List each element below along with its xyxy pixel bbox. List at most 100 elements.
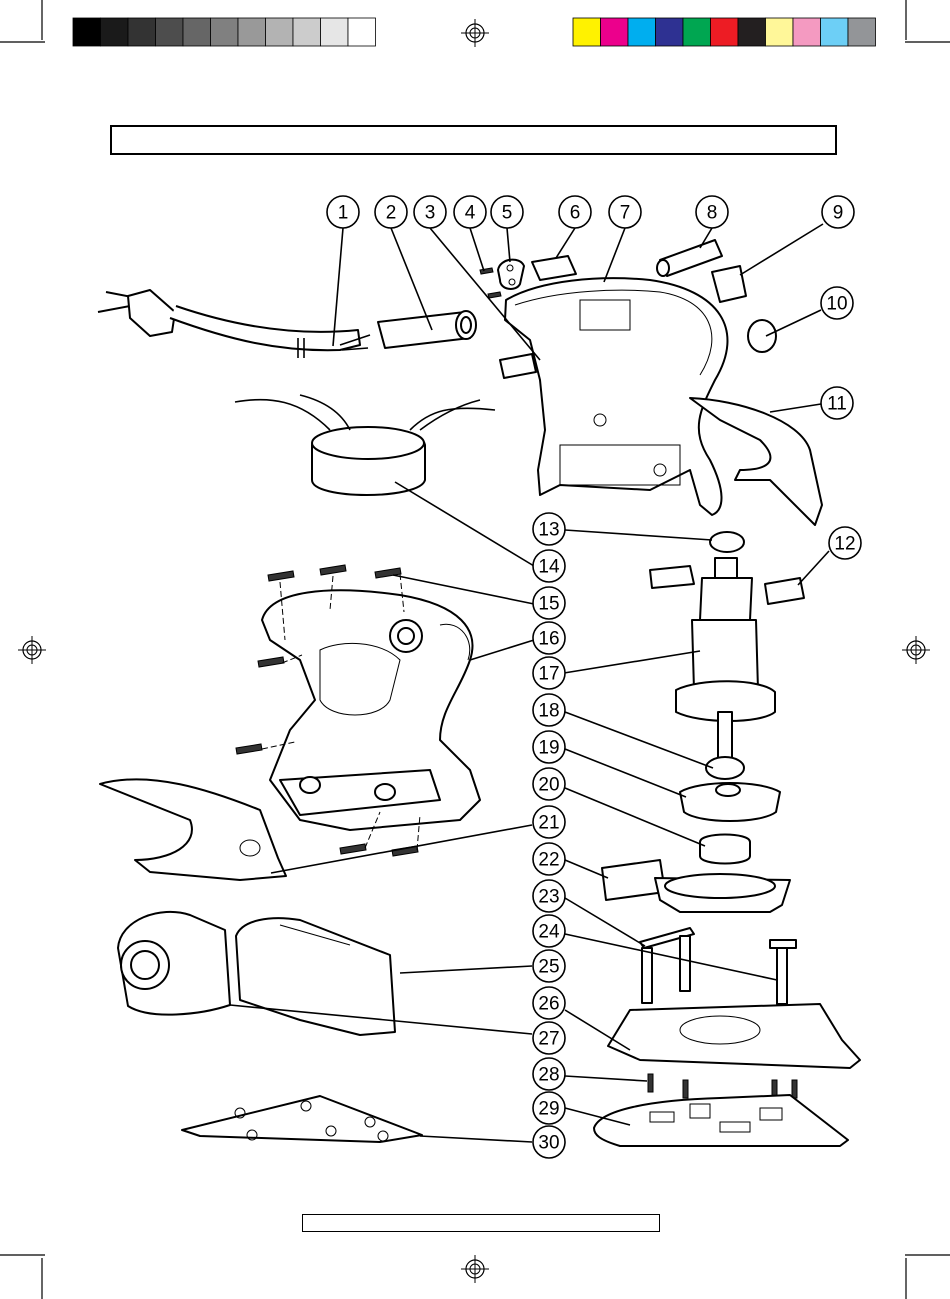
callout-label: 2: [386, 203, 397, 224]
callout-label: 9: [833, 203, 844, 224]
callout-19: 19: [533, 731, 565, 763]
cord-guard: [500, 354, 536, 378]
armature: [676, 558, 775, 760]
callout-label: 28: [538, 1065, 559, 1086]
callout-16: 16: [533, 622, 565, 654]
callout-23: 23: [533, 880, 565, 912]
fan: [680, 783, 780, 821]
color-swatch: [573, 18, 601, 46]
callout-8: 8: [696, 196, 728, 228]
gray-swatch: [266, 18, 294, 46]
registration-mark: [902, 636, 930, 664]
bearing-top: [710, 532, 744, 552]
callout-label: 7: [620, 203, 631, 224]
callout-label: 8: [707, 203, 718, 224]
callout-26: 26: [533, 987, 565, 1019]
color-swatch: [683, 18, 711, 46]
callout-6: 6: [559, 196, 591, 228]
callout-1: 1: [327, 196, 359, 228]
callout-7: 7: [609, 196, 641, 228]
gray-swatch: [101, 18, 129, 46]
callout-label: 16: [538, 629, 559, 650]
callout-3: 3: [414, 196, 446, 228]
base-screws: [648, 1074, 797, 1098]
callout-label: 11: [827, 394, 847, 415]
gray-swatch: [73, 18, 101, 46]
dust-port: [602, 860, 790, 912]
callout-11: 11: [821, 387, 853, 419]
color-swatch: [766, 18, 794, 46]
dust-filter: [118, 912, 230, 1015]
callout-label: 20: [538, 775, 559, 796]
callout-10: 10: [821, 287, 853, 319]
terminal-block: [532, 256, 576, 280]
sanding-pad: [594, 1095, 848, 1146]
callout-label: 21: [538, 813, 559, 834]
housing-half: [505, 278, 727, 515]
callout-label: 18: [538, 701, 559, 722]
callout-label: 17: [538, 664, 559, 685]
callout-label: 12: [834, 534, 855, 555]
callout-label: 10: [826, 294, 847, 315]
registration-mark: [461, 1255, 489, 1283]
sandpaper: [182, 1096, 422, 1142]
callout-label: 14: [538, 557, 560, 578]
callout-15: 15: [533, 587, 565, 619]
callout-label: 29: [538, 1099, 559, 1120]
callout-label: 27: [538, 1029, 559, 1050]
callout-label: 24: [538, 922, 560, 943]
registration-mark: [18, 636, 46, 664]
eccentric-bearing: [700, 835, 750, 864]
cap: [748, 320, 776, 352]
gray-swatch: [156, 18, 184, 46]
dust-box: [236, 918, 395, 1035]
callout-24: 24: [533, 915, 565, 947]
callout-21: 21: [533, 806, 565, 838]
color-swatch: [628, 18, 656, 46]
callout-label: 25: [538, 957, 559, 978]
callout-5: 5: [491, 196, 523, 228]
color-swatch: [848, 18, 876, 46]
callout-9: 9: [822, 196, 854, 228]
callout-13: 13: [533, 513, 565, 545]
callout-label: 4: [465, 203, 476, 224]
callout-4: 4: [454, 196, 486, 228]
callout-12: 12: [829, 527, 861, 559]
power-cord-plug: [98, 290, 370, 358]
base-plate: [608, 1004, 860, 1068]
color-swatch: [601, 18, 629, 46]
registration-mark: [461, 19, 489, 47]
color-swatch: [821, 18, 849, 46]
gray-swatch: [211, 18, 239, 46]
callout-20: 20: [533, 768, 565, 800]
callout-label: 5: [502, 203, 513, 224]
gray-swatch: [128, 18, 156, 46]
callout-14: 14: [533, 550, 565, 582]
gray-swatch: [348, 18, 376, 46]
gray-swatch: [183, 18, 211, 46]
callout-18: 18: [533, 694, 565, 726]
callout-29: 29: [533, 1092, 565, 1124]
callout-2: 2: [375, 196, 407, 228]
callout-label: 6: [570, 203, 581, 224]
color-swatch: [793, 18, 821, 46]
color-swatch: [656, 18, 684, 46]
callout-label: 26: [538, 994, 559, 1015]
brush-holder: [657, 240, 722, 276]
field-coil: [235, 395, 495, 495]
callout-label: 23: [538, 887, 559, 908]
callout-label: 22: [538, 850, 559, 871]
callout-17: 17: [533, 657, 565, 689]
callout-25: 25: [533, 950, 565, 982]
front-nose: [100, 779, 286, 880]
gray-swatch: [238, 18, 266, 46]
rubber-posts: [640, 928, 796, 1004]
callout-27: 27: [533, 1022, 565, 1054]
callout-label: 13: [538, 520, 559, 541]
switch: [712, 266, 746, 302]
callout-label: 15: [538, 594, 559, 615]
gray-swatch: [321, 18, 349, 46]
color-swatch: [738, 18, 766, 46]
